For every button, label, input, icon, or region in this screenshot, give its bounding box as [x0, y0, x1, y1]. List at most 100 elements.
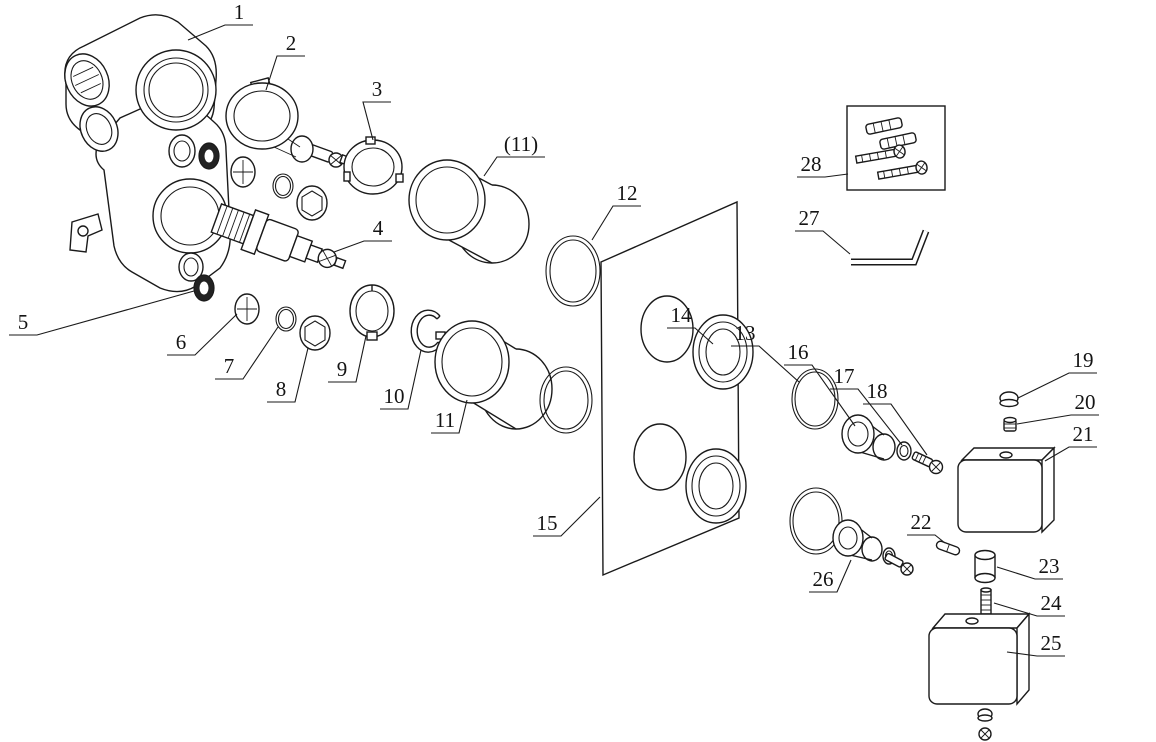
leader-line-17 — [830, 388, 903, 446]
leader-line-15 — [533, 496, 601, 537]
leader-line-21 — [1044, 446, 1097, 462]
part-plug-20 — [1003, 416, 1017, 432]
part-handle-cube-top — [957, 446, 1056, 534]
wall-plug-1 — [865, 117, 903, 135]
callout-8: 8 — [267, 347, 309, 403]
part-bush-23 — [974, 549, 996, 584]
part-label-18: 18 — [867, 379, 888, 403]
callout-13: 13 — [731, 321, 800, 383]
callout-9: 9 — [328, 335, 367, 383]
callout-25: 25 — [1006, 631, 1065, 657]
leader-line-3 — [362, 101, 391, 141]
part-6-check-valve — [234, 293, 260, 325]
callout-4: 4 — [333, 216, 392, 253]
part-5-seal — [193, 274, 215, 302]
callout-6: 6 — [167, 313, 238, 356]
part-trim-ring-lower — [685, 448, 747, 524]
part-label-7: 7 — [224, 354, 235, 378]
part-label-12: 12 — [617, 181, 638, 205]
part-screw-upper — [911, 451, 944, 475]
part-label-23: 23 — [1039, 554, 1060, 578]
part-washer-upper — [896, 441, 912, 461]
part-label-27: 27 — [799, 206, 820, 230]
callout-18: 18 — [863, 379, 928, 456]
fixing-screw-2 — [876, 160, 928, 180]
part-label-17: 17 — [834, 364, 855, 388]
part-label-9: 9 — [337, 357, 348, 381]
callout-19: 19 — [1017, 348, 1097, 399]
leader-line-10 — [380, 349, 422, 410]
leader-line-4 — [333, 240, 392, 253]
part-thermostatic-cartridge — [210, 203, 347, 270]
leader-line-22 — [907, 534, 946, 544]
port-cartridge-upper — [135, 49, 217, 131]
part-label-20: 20 — [1075, 390, 1096, 414]
leader-line-1 — [187, 24, 253, 41]
callout-11: 11 — [431, 399, 468, 434]
part-label-14: 14 — [671, 303, 693, 327]
part-oring-12 — [545, 235, 601, 307]
part-diverter-cartridge — [225, 77, 352, 168]
part-label-5: 5 — [18, 310, 29, 334]
leader-line-24 — [993, 602, 1065, 617]
part-label-26: 26 — [813, 567, 834, 591]
leader-line-6 — [167, 313, 238, 356]
mounting-bracket — [69, 213, 103, 253]
check-valve-set-upper — [198, 142, 328, 221]
part-screw-bottom — [978, 727, 992, 741]
callout-26: 26 — [809, 559, 852, 593]
part-oring-13-upper — [791, 368, 839, 430]
callout-10: 10 — [380, 349, 422, 410]
port-small-bottom — [178, 252, 204, 282]
part-label-16: 16 — [788, 340, 809, 364]
part-handle-cube-bottom — [928, 612, 1031, 706]
leader-line-8 — [267, 347, 309, 403]
callout-17: 17 — [830, 364, 903, 446]
part-label-19: 19 — [1073, 348, 1094, 372]
part-cover-sleeve-upper — [408, 159, 530, 264]
part-8-plug — [299, 315, 331, 351]
leader-line-9 — [328, 335, 367, 383]
part-label-3: 3 — [372, 77, 383, 101]
callout-20: 20 — [1016, 390, 1099, 425]
leader-line-12 — [591, 205, 641, 241]
leader-line-18 — [863, 403, 928, 456]
callout-15: 15 — [533, 496, 601, 537]
port-inlet-upper-left — [64, 53, 110, 107]
part-label-11-alt: (11) — [504, 132, 538, 156]
leader-line-14 — [667, 327, 714, 345]
part-retaining-ring — [343, 136, 404, 195]
port-small-mid — [168, 134, 196, 168]
check-valve-set-lower — [193, 274, 331, 351]
callout-5: 5 — [9, 290, 195, 336]
part-valve-body — [64, 14, 231, 293]
leader-line-5 — [9, 290, 195, 336]
part-label-13: 13 — [735, 321, 756, 345]
leader-line-25 — [1006, 651, 1065, 657]
fixing-screw-1 — [854, 144, 906, 164]
part-label-2: 2 — [286, 31, 297, 55]
part-label-28: 28 — [801, 152, 822, 176]
part-7-oring — [275, 306, 297, 332]
callout-2: 2 — [265, 31, 305, 91]
leader-line-19 — [1017, 372, 1097, 399]
leader-line-28 — [797, 173, 849, 178]
part-fixing-kit — [846, 105, 946, 191]
callout-14: 14 — [667, 303, 714, 345]
leader-line-13 — [731, 345, 800, 383]
leader-line-7 — [215, 326, 279, 380]
leader-line-16 — [784, 364, 856, 427]
callout-1: 1 — [187, 0, 253, 41]
part-extension-sleeve — [434, 320, 553, 430]
part-lock-ring — [349, 284, 395, 341]
part-oring-lower-duplicate — [539, 366, 593, 434]
part-label-10: 10 — [384, 384, 405, 408]
leader-line-23 — [996, 566, 1063, 580]
leader-line-20 — [1016, 414, 1099, 425]
part-cap-bottom — [977, 708, 993, 722]
part-handle-hub-lower — [832, 519, 914, 576]
port-cartridge-lower — [152, 178, 228, 254]
part-screw-lower — [884, 552, 914, 576]
